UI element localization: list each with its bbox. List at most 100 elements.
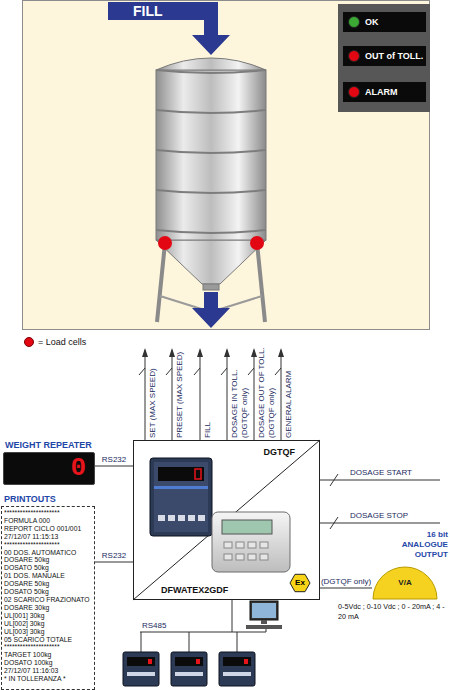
arrowhead — [278, 348, 284, 357]
steel-device — [212, 512, 290, 572]
legend-text: = Load cells — [38, 336, 86, 348]
signal-name: FILL — [203, 422, 212, 438]
device-key — [188, 515, 195, 521]
arrowhead — [224, 348, 230, 357]
signal-line — [254, 350, 255, 440]
split-diagonal — [133, 440, 320, 600]
printout-line: 00 DOS. AUTOMATICO — [4, 549, 76, 557]
fill-arrow-label: FILL — [133, 3, 163, 19]
printout-line: * IN TOLLERANZA * — [4, 675, 66, 683]
display-digit — [244, 659, 248, 664]
computer-monitor — [250, 601, 278, 620]
input-line — [320, 480, 440, 481]
process-panel — [23, 1, 430, 330]
indicator-device — [150, 458, 212, 536]
signal-note: (DGTQF only) — [240, 388, 249, 438]
connector-label: (DGTQF only) — [320, 577, 372, 586]
legend-swatch — [348, 86, 360, 98]
arrowhead — [142, 348, 148, 357]
device-display — [222, 520, 272, 534]
legend-text: OUT of TOLL. — [365, 46, 423, 66]
atex-mark: Ex — [292, 578, 308, 588]
device-name: DFWATEX2GDF — [161, 585, 228, 595]
legend-swatch — [348, 50, 360, 62]
fill-arrow — [108, 2, 230, 55]
legend-text: ALARM — [365, 82, 398, 102]
signal-tick — [330, 517, 338, 529]
signal-note: (DGTQF only) — [267, 388, 276, 438]
device-key — [178, 515, 185, 521]
connector — [320, 588, 372, 589]
printout-line: REPORT CICLO 001/001 — [4, 525, 81, 533]
silo-band — [156, 190, 266, 193]
silo-band — [156, 110, 266, 113]
bus-name: RS485 — [142, 621, 166, 630]
printout-line: ********************* — [4, 509, 60, 517]
device-key — [175, 672, 203, 676]
signal-tick — [194, 368, 200, 375]
printout-line: DOSATO 100kg — [4, 659, 52, 667]
printout-line: DOSATO 50kg — [4, 564, 49, 572]
legend-item: ALARM — [343, 82, 426, 102]
bus-line — [189, 632, 190, 652]
silo-leg — [257, 243, 265, 322]
signal-name: GENERAL ALARM — [284, 371, 293, 438]
connector — [95, 466, 133, 467]
printout-line: 27/12/07 11:16:03 — [4, 667, 58, 675]
silo-band — [156, 70, 266, 73]
controller-box: DGTQF DFWATEX2GDF — [133, 440, 320, 600]
printout-line: UL[003] 30kg — [4, 628, 44, 636]
arrowhead — [197, 348, 203, 357]
connector-line — [320, 588, 372, 589]
device-key — [248, 542, 256, 548]
silo-cone — [156, 240, 266, 284]
device-display — [223, 657, 251, 666]
device-key — [198, 515, 205, 521]
signal-name: DOSAGE STOP — [350, 511, 408, 520]
controller-ground — [133, 440, 320, 600]
load-cell — [250, 236, 264, 250]
device-key — [127, 672, 155, 676]
bus-line — [237, 632, 238, 652]
weight-repeater: 0 WEIGHT REPEATER — [3, 440, 95, 486]
signal-line — [227, 350, 228, 440]
silo-roof — [156, 58, 266, 70]
device-key — [224, 542, 232, 548]
printout: *********************FORMULA 000REPORT C… — [1, 494, 95, 690]
signal-line — [281, 350, 282, 440]
arrowhead — [169, 348, 175, 357]
signal-name: DOSAGE IN TOLL. — [230, 369, 239, 438]
signal-line — [172, 350, 173, 440]
device-display — [127, 657, 155, 666]
signal-tick — [248, 368, 254, 375]
device-stripe — [154, 486, 208, 489]
legend-swatch — [24, 337, 34, 347]
printout-line: ********************* — [4, 643, 60, 651]
device-face — [154, 462, 208, 532]
legend-swatch — [348, 16, 360, 28]
device-display — [158, 467, 204, 481]
discharge-arrow — [192, 292, 230, 328]
legend-text: OK — [365, 12, 379, 32]
printout-line: FORMULA 000 — [4, 517, 50, 525]
device-key — [168, 515, 175, 521]
display-digit: 0 — [70, 453, 86, 483]
connector-line — [95, 466, 133, 467]
slave-device — [123, 652, 159, 686]
bus-line — [232, 600, 233, 632]
display-digit — [148, 659, 152, 664]
signal-tick — [275, 368, 281, 375]
device-key — [158, 515, 165, 521]
display-digit — [196, 659, 200, 664]
signal-name: DOSAGE OUT OF TOLL. — [257, 347, 266, 438]
computer-stand — [261, 620, 267, 624]
device-heading: WEIGHT REPEATER — [5, 440, 92, 450]
device-key — [248, 554, 256, 560]
connector-label: RS232 — [101, 551, 127, 560]
silo-body — [156, 70, 266, 240]
signal-tick — [166, 368, 172, 375]
signal-line — [145, 350, 146, 440]
signal-tick — [330, 474, 338, 486]
device-name: DGTQF — [264, 447, 296, 457]
